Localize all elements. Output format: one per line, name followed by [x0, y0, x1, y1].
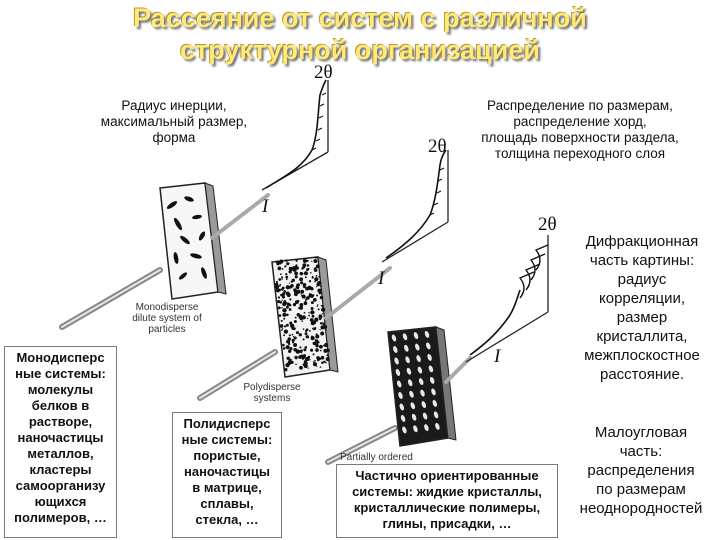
scattered-beam-1 — [210, 193, 270, 240]
detector-axis-2 — [381, 221, 449, 263]
monodisperse-sample — [59, 79, 329, 330]
annotation-diffraction: Дифракционная часть картины: радиус корр… — [584, 233, 700, 383]
polydisperse-sample — [197, 149, 449, 401]
label-partially-ordered: Partially ordered — [340, 452, 413, 463]
diffraction-peaks — [518, 244, 549, 299]
annotation-top-right: Распределение по размерам, распределение… — [481, 98, 679, 161]
detector-axis-3 — [465, 311, 549, 363]
intensity-symbol-1: I — [262, 196, 269, 217]
slide-title: Рассеяние от систем с различной структур… — [133, 3, 587, 65]
ordered-domains — [391, 330, 440, 434]
two-theta-symbol-1: 2θ — [314, 62, 333, 83]
partially-ordered-sample — [325, 235, 549, 465]
intensity-symbol-3: I — [494, 346, 501, 367]
box-polydisperse-systems: Полидисперс ные системы: пористые, наноч… — [172, 412, 282, 538]
scattering-curve-1 — [265, 79, 327, 189]
box-ordered-systems: Частично ориентированные системы: жидкие… — [336, 464, 558, 538]
two-theta-symbol-3: 2θ — [538, 214, 557, 235]
annotation-top-left: Радиус инерции, максимальный размер, фор… — [100, 98, 248, 145]
scattered-beam-2 — [324, 266, 392, 320]
two-theta-symbol-2: 2θ — [428, 136, 447, 157]
annotation-small-angle: Малоугловая часть: распределения по разм… — [579, 424, 703, 517]
dispersed-particles — [166, 196, 207, 280]
box-monodisperse-systems: Монодисперс ные системы: молекулы белков… — [4, 346, 117, 538]
label-monodisperse: Monodisperse dilute system of particles — [132, 302, 202, 335]
label-polydisperse: Polydisperse systems — [243, 382, 301, 404]
intensity-symbol-2: I — [378, 268, 385, 289]
porous-texture — [274, 256, 330, 372]
scattering-curve-3 — [469, 289, 521, 356]
scattering-curve-2 — [385, 149, 447, 259]
